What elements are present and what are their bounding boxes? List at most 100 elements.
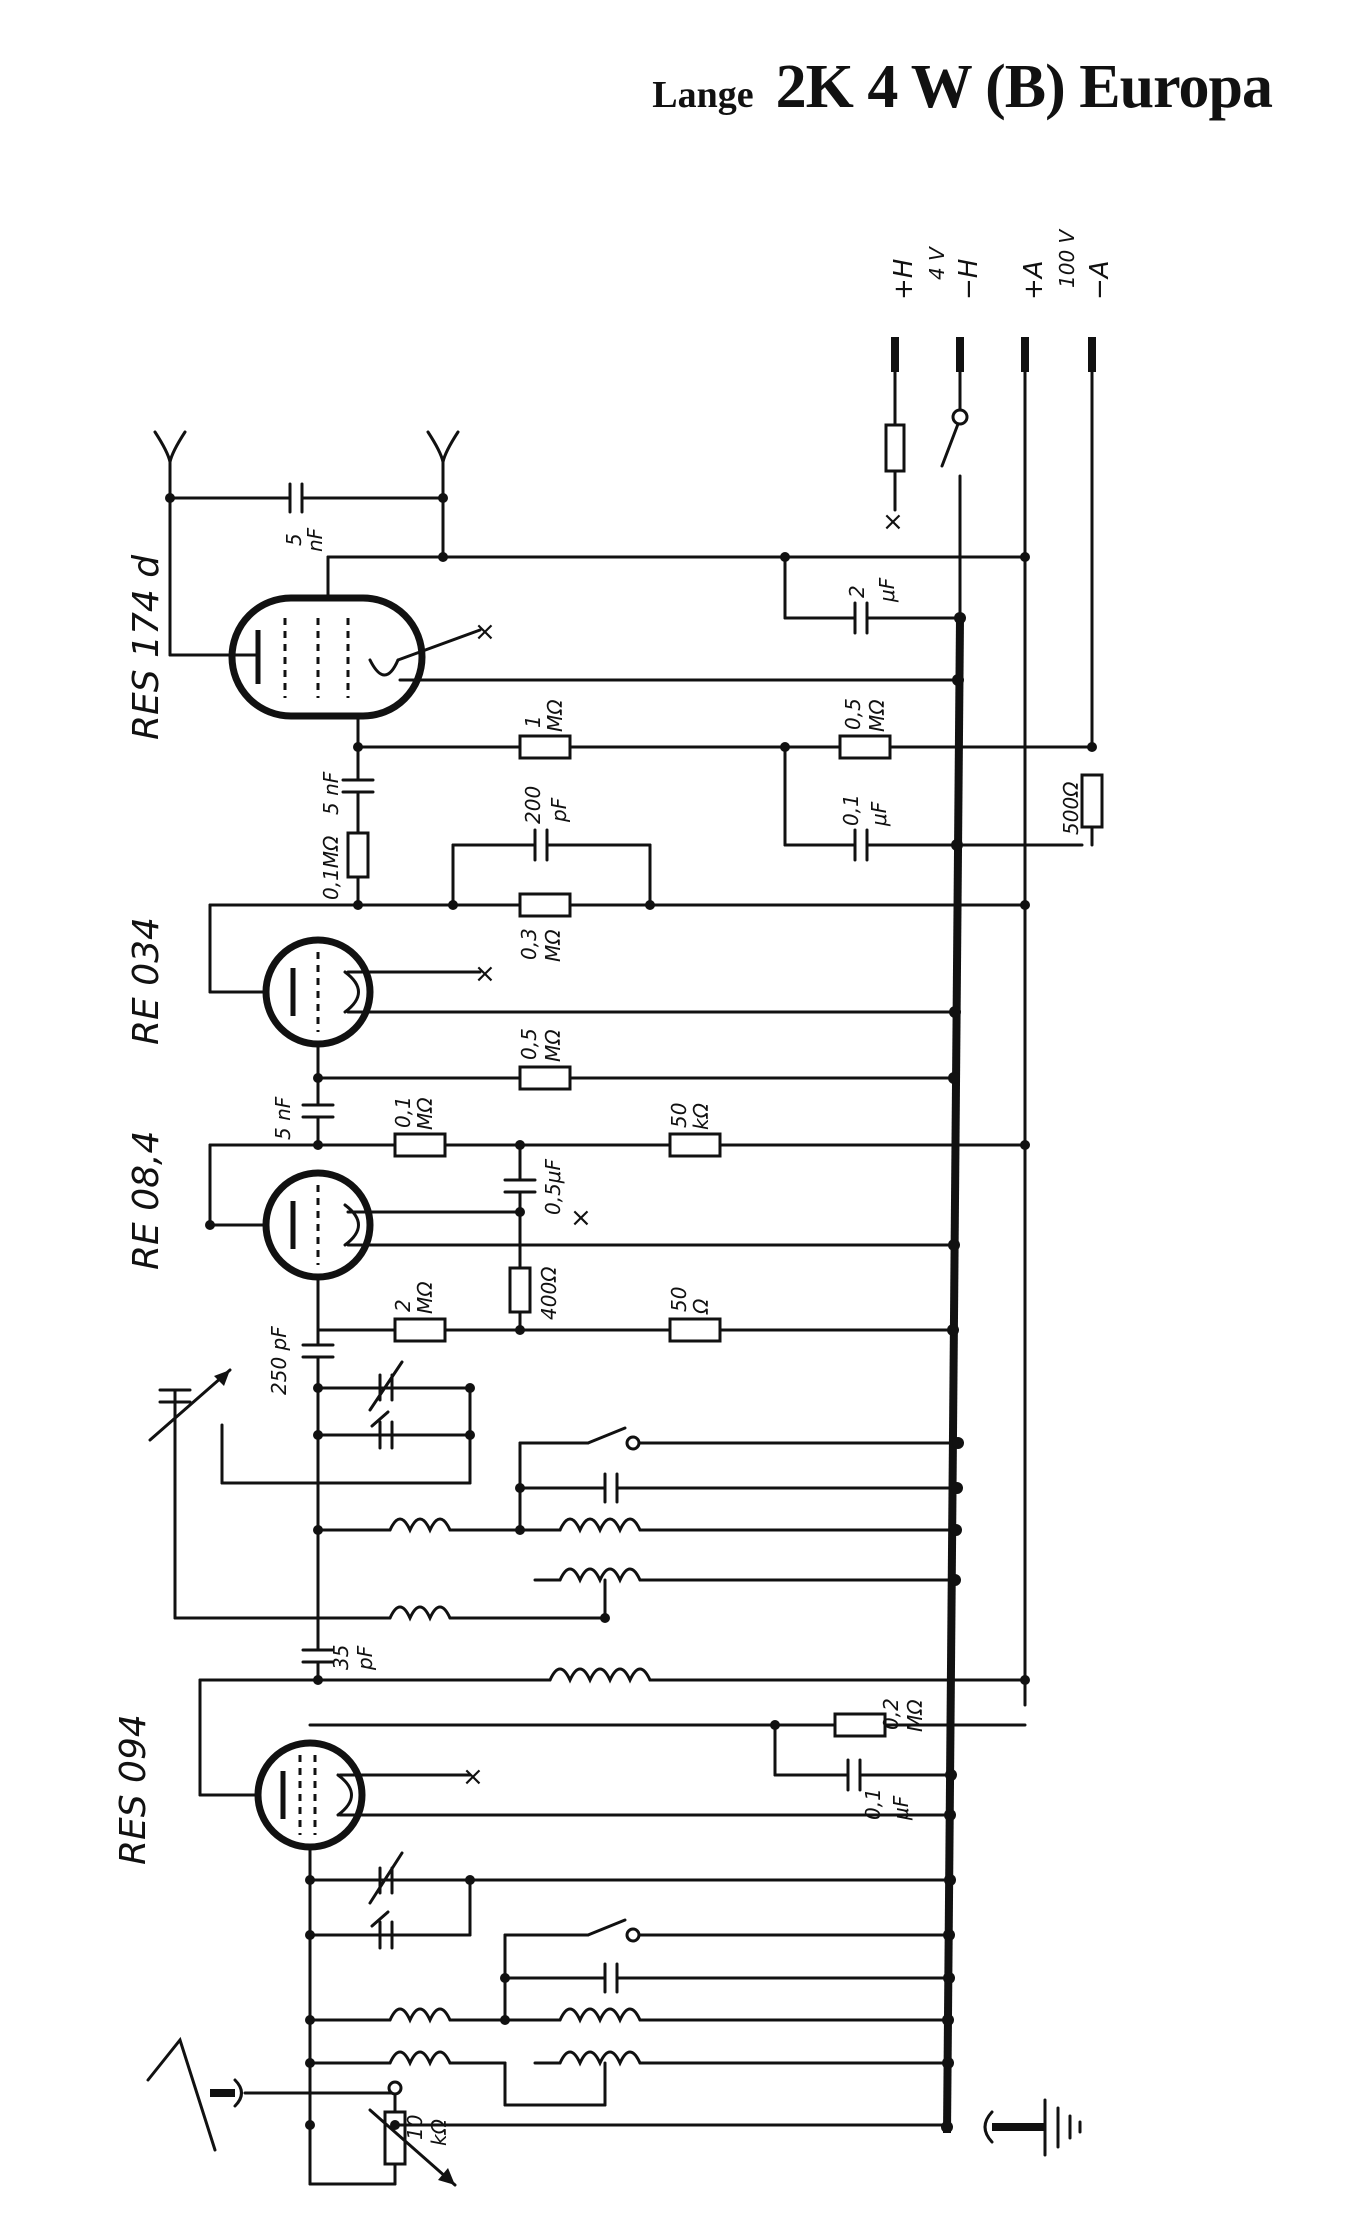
svg-text:0,5: 0,5 — [841, 698, 865, 730]
svg-text:0,5: 0,5 — [517, 1028, 541, 1060]
coil-rf-choke — [548, 1667, 652, 1684]
variable-cap-arrow — [148, 1368, 232, 1442]
svg-text:×: × — [570, 1203, 592, 1233]
resistor-0-1m-grid — [346, 831, 370, 879]
svg-text:0,1: 0,1 — [391, 1096, 415, 1128]
svg-text:×: × — [474, 959, 496, 989]
svg-text:1: 1 — [521, 715, 545, 728]
label-minus-h: −H — [954, 259, 984, 300]
svg-text:kΩ: kΩ — [689, 1102, 713, 1130]
svg-text:50: 50 — [667, 1103, 691, 1128]
ground-socket — [983, 2110, 994, 2144]
label-re034: RE 034 — [126, 917, 167, 1045]
supply-labels: +H 4 V −H +A 100 V −A — [889, 228, 1115, 300]
coil-antenna-1 — [388, 2007, 452, 2024]
re084-stage: RE 08,4 400Ω 2 MΩ 50 Ω 250 pF — [126, 1131, 956, 1652]
filament-re084 — [343, 1203, 360, 1247]
svg-text:kΩ: kΩ — [427, 2118, 451, 2146]
label-100v: 100 V — [1055, 228, 1079, 288]
svg-text:MΩ: MΩ — [413, 1097, 437, 1130]
svg-text:MΩ: MΩ — [543, 699, 567, 732]
output-stage: 5 nF 2 μF × RES 174 d 1 MΩ 0,5 MΩ — [126, 430, 1104, 962]
svg-text:MΩ: MΩ — [413, 1281, 437, 1314]
resistor-0-5m-mid — [518, 1065, 572, 1091]
resistor-500-ohm-value: 500Ω — [1059, 781, 1083, 835]
power-switch-contact — [951, 408, 969, 426]
schematic-title: Lange 2K 4 W (B) Europa — [652, 52, 1273, 123]
svg-text:Ω: Ω — [689, 1298, 713, 1315]
svg-text:MΩ: MΩ — [541, 929, 565, 962]
power-switch-blade — [940, 422, 960, 468]
svg-text:5 nF: 5 nF — [319, 771, 343, 815]
coil-antenna-2 — [558, 2007, 642, 2024]
coil-antenna-4 — [558, 2050, 642, 2067]
res094-stage: 0,2 MΩ 0,1 μF × RES 094 — [113, 1678, 1027, 2127]
supply-rails: × — [882, 337, 1096, 2134]
resistor-0-5m-top — [838, 734, 892, 760]
filament-res174d — [368, 658, 400, 677]
label-plus-a: +A — [1019, 260, 1049, 300]
speaker-jack-left — [153, 430, 187, 463]
antenna-symbol — [146, 2036, 217, 2152]
speaker-jack-right — [426, 430, 460, 463]
junction-dots — [165, 493, 1097, 2133]
resistor-0-3m — [518, 892, 572, 918]
tube-res174d — [228, 594, 426, 720]
svg-text:5 nF: 5 nF — [271, 1096, 295, 1140]
svg-text:35: 35 — [329, 1645, 353, 1670]
cap-2uf-unit: μF — [875, 577, 899, 603]
svg-text:0,1MΩ: 0,1MΩ — [319, 835, 343, 900]
filament-re034 — [343, 970, 360, 1014]
svg-text:0,3: 0,3 — [517, 928, 541, 960]
label-res174d: RES 174 d — [126, 554, 167, 740]
svg-text:MΩ: MΩ — [903, 1699, 927, 1732]
fuse-open-end-x: × — [882, 507, 904, 537]
tube-res094 — [254, 1739, 366, 1851]
svg-text:×: × — [462, 1762, 484, 1792]
potentiometer-wiper — [368, 2108, 457, 2187]
svg-text:μF: μF — [889, 1795, 913, 1821]
resistor-1m — [518, 734, 572, 760]
resistor-50-ohm — [668, 1317, 722, 1343]
svg-text:250 pF: 250 pF — [267, 1326, 291, 1395]
coil-antenna-3 — [388, 2050, 452, 2067]
coil-reaction — [558, 1567, 642, 1584]
cap-5nf-top-value: 5 — [282, 533, 306, 546]
filament-res094 — [336, 1773, 353, 1817]
coil-detector-2 — [558, 1517, 642, 1534]
label-minus-a: −A — [1085, 260, 1115, 300]
svg-text:pF: pF — [547, 797, 571, 823]
svg-text:0,1: 0,1 — [839, 794, 863, 826]
svg-text:×: × — [474, 617, 496, 647]
svg-text:pF: pF — [353, 1645, 377, 1671]
label-re084: RE 08,4 — [126, 1131, 167, 1270]
antenna-socket — [233, 2078, 243, 2108]
resistor-0-1m — [393, 1132, 447, 1158]
cap-5nf-top-unit: nF — [303, 527, 327, 552]
svg-text:10: 10 — [403, 2115, 427, 2140]
model-name: 2K 4 W (B) Europa — [775, 53, 1273, 121]
label-plus-h: +H — [889, 259, 919, 300]
svg-text:200: 200 — [521, 786, 545, 824]
resistor-2m — [393, 1317, 447, 1343]
detector-tuning: 35 pF — [148, 1360, 1027, 1684]
svg-text:50: 50 — [667, 1287, 691, 1312]
svg-text:2: 2 — [391, 1299, 415, 1312]
svg-text:μF: μF — [867, 801, 891, 827]
cap-2uf-value: 2 — [845, 585, 869, 598]
re034-stage: × RE 034 0,5 MΩ 5 nF 0,1 MΩ 50 kΩ 0,5μF … — [126, 903, 1027, 1270]
fuse — [884, 423, 906, 473]
coil-detector-1 — [388, 1517, 452, 1534]
svg-text:MΩ: MΩ — [541, 1029, 565, 1062]
svg-text:0,5μF: 0,5μF — [541, 1158, 565, 1215]
label-res094: RES 094 — [113, 1714, 154, 1865]
resistor-400-ohm — [508, 1266, 532, 1314]
resistor-500-ohm — [1080, 773, 1104, 829]
label-4v: 4 V — [925, 246, 949, 280]
manufacturer-name: Lange — [652, 74, 754, 116]
svg-text:400Ω: 400Ω — [537, 1266, 561, 1320]
resistor-50k — [668, 1132, 722, 1158]
resistor-0-2m — [833, 1712, 887, 1738]
svg-text:0,2: 0,2 — [879, 1698, 903, 1730]
